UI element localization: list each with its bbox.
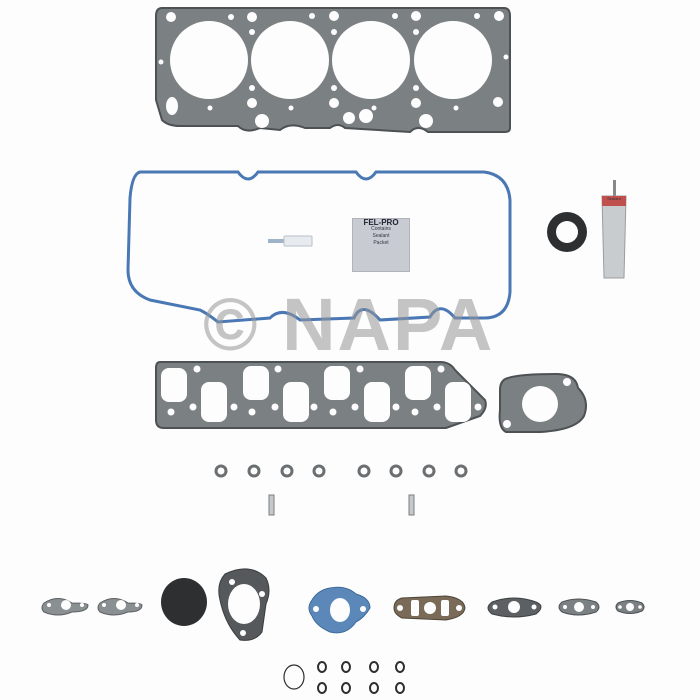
packet-brand: FEL-PRO: [363, 218, 399, 227]
intake-manifold-gasket: [155, 361, 487, 429]
small-sealant-tube: [268, 235, 313, 247]
dark-flange-gasket: [218, 568, 270, 641]
sealant-packet: FEL-PRO Contains Sealant Packet: [352, 218, 410, 272]
valve-stem-seals: [214, 464, 468, 478]
cylinder-head-gasket: [155, 7, 511, 134]
napa-watermark: © NAPA: [203, 283, 495, 366]
o-rings: [283, 661, 405, 694]
tube-label: Sealant: [602, 196, 626, 276]
dark-seal-cap: [161, 578, 207, 626]
small-flange-gaskets: [41, 568, 645, 641]
flange-gasket-2: [97, 598, 143, 616]
rect-flange-gasket: [393, 595, 466, 621]
dowel-pins: [268, 494, 415, 516]
flange-gasket-5: [615, 600, 645, 614]
packet-line: Contains: [371, 226, 391, 232]
flange-gasket-3: [487, 597, 542, 618]
thermostat-housing-gasket: [498, 372, 587, 433]
flange-gasket-4: [558, 598, 600, 616]
packet-line: Sealant: [372, 233, 390, 239]
front-crankshaft-seal: [547, 212, 587, 252]
packet-line: Packet: [373, 240, 389, 246]
tube-label-text: Sealant: [607, 196, 621, 201]
flange-gasket-1: [41, 598, 89, 616]
blue-flange-gasket: [308, 586, 371, 634]
valve-cover-gasket: [126, 170, 512, 324]
sealant-tube: [601, 180, 627, 279]
